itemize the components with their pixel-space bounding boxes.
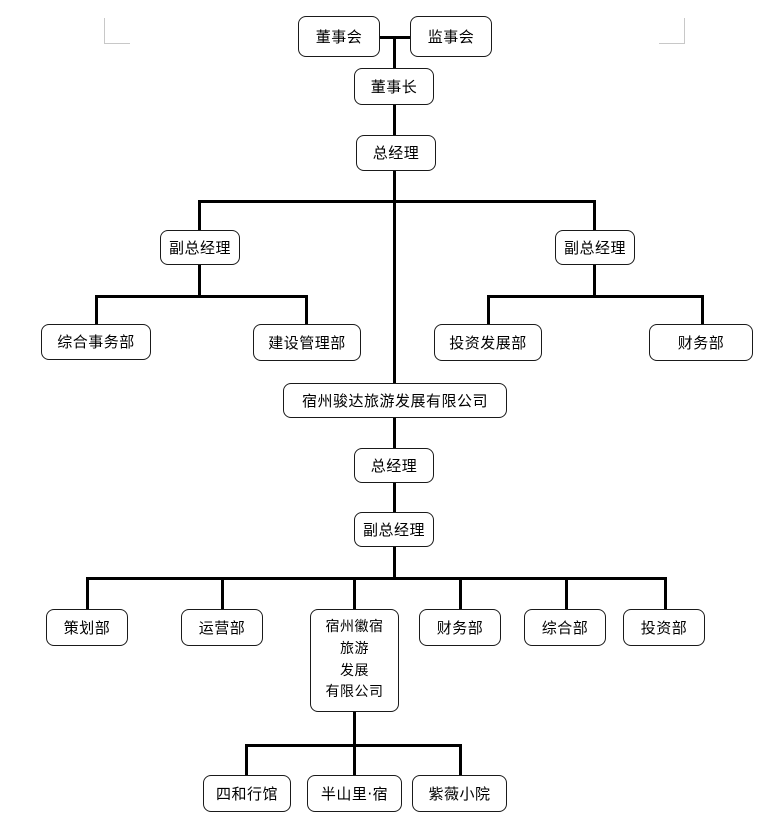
node-subsidiary-huisu[interactable]: 宿州徽宿 旅游 发展 有限公司 (310, 609, 399, 712)
node-sub-deputy-gm[interactable]: 副总经理 (354, 512, 434, 547)
node-board-of-supervisors[interactable]: 监事会 (410, 16, 492, 57)
huisu-line-1: 宿州徽宿 (325, 619, 384, 636)
connector-sub-gm-to-sub-deputy (393, 482, 396, 512)
connector-chairman-to-gm (393, 104, 396, 136)
connector-junda-to-sub-gm (393, 417, 396, 448)
connector-to-finance-sub (459, 577, 462, 609)
connector-gm-to-deputy-right (593, 200, 596, 230)
connector-gm-split-bar (198, 200, 596, 203)
connector-deputy-left-stem (198, 264, 201, 296)
connector-to-investment-dev (487, 295, 490, 325)
connector-to-comprehensive (565, 577, 568, 609)
connector-deputy-right-bar (487, 295, 704, 298)
node-dept-comprehensive[interactable]: 综合部 (524, 609, 606, 646)
node-dept-construction-mgmt[interactable]: 建设管理部 (253, 324, 361, 361)
node-venue-sihe[interactable]: 四和行馆 (203, 775, 291, 812)
node-deputy-gm-right[interactable]: 副总经理 (555, 230, 635, 265)
connector-huisu-stem (353, 712, 356, 745)
node-dept-finance-sub[interactable]: 财务部 (419, 609, 501, 646)
connector-to-ziwei (459, 744, 462, 775)
page-margin-corner-top-left (104, 18, 130, 44)
node-deputy-gm-left[interactable]: 副总经理 (160, 230, 240, 265)
node-dept-investment-dev[interactable]: 投资发展部 (434, 324, 542, 361)
connector-to-investment (664, 577, 667, 609)
connector-sub-departments-bar (86, 577, 666, 580)
page-margin-corner-top-right (659, 18, 685, 44)
huisu-line-4: 有限公司 (325, 684, 384, 701)
node-sub-general-manager[interactable]: 总经理 (354, 448, 434, 483)
connector-to-general-affairs (95, 295, 98, 325)
connector-to-planning (86, 577, 89, 609)
connector-deputy-right-stem (593, 264, 596, 296)
connector-to-huisu (353, 577, 356, 610)
huisu-line-2: 旅游 (340, 640, 369, 657)
connector-sub-deputy-stem (393, 547, 396, 578)
connector-to-construction-mgmt (305, 295, 308, 325)
node-general-manager[interactable]: 总经理 (356, 135, 436, 171)
node-subsidiary-junda[interactable]: 宿州骏达旅游发展有限公司 (283, 383, 507, 418)
node-dept-planning[interactable]: 策划部 (46, 609, 128, 646)
node-dept-general-affairs[interactable]: 综合事务部 (41, 324, 151, 360)
node-chairman[interactable]: 董事长 (354, 68, 434, 105)
huisu-line-3: 发展 (340, 662, 369, 679)
node-dept-finance-top[interactable]: 财务部 (649, 324, 753, 361)
node-dept-investment[interactable]: 投资部 (623, 609, 705, 646)
connector-deputy-left-bar (95, 295, 308, 298)
node-dept-operations[interactable]: 运营部 (181, 609, 263, 646)
node-venue-ziwei[interactable]: 紫薇小院 (412, 775, 507, 812)
node-venue-banshanli[interactable]: 半山里·宿 (307, 775, 402, 812)
connector-to-chairman (393, 36, 396, 68)
connector-to-banshanli (353, 744, 356, 775)
connector-gm-to-deputy-left (198, 200, 201, 230)
connector-to-operations (221, 577, 224, 609)
connector-to-finance-top (701, 295, 704, 325)
node-board-of-directors[interactable]: 董事会 (298, 16, 380, 57)
connector-to-sihe (245, 744, 248, 775)
connector-gm-trunk (393, 170, 396, 384)
